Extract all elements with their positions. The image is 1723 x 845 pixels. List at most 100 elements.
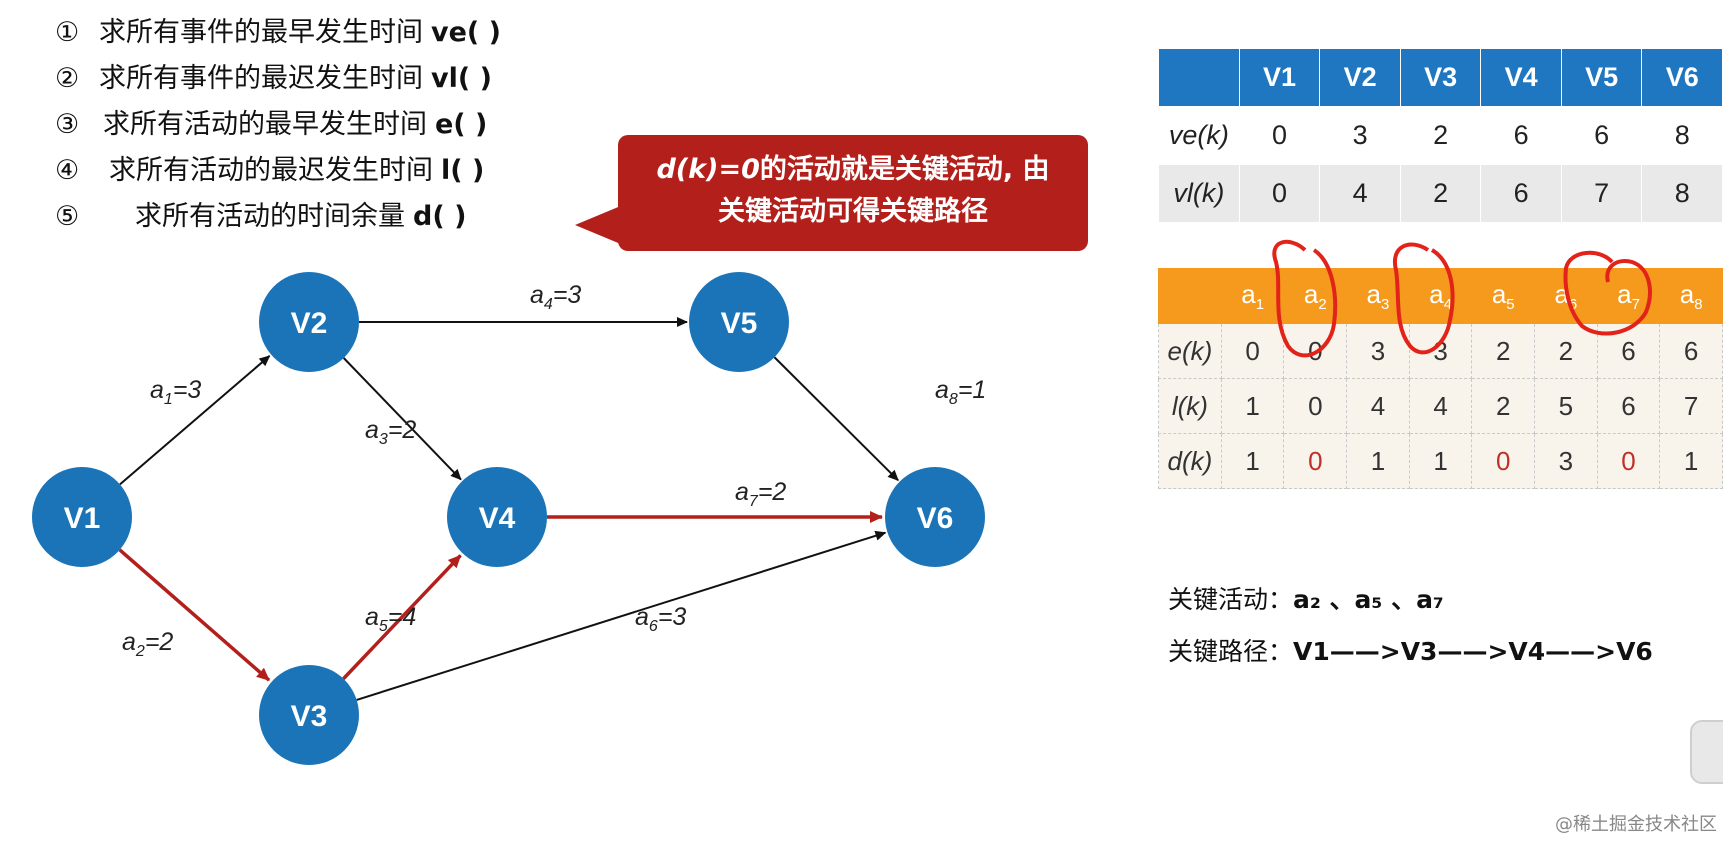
watermark: @稀土掘金技术社区 [1555, 814, 1717, 835]
activity-header-a8: a8 [1659, 268, 1723, 324]
vertex-header: V6 [1641, 48, 1723, 107]
edge-label-weight: =3 [658, 603, 687, 631]
edge-label-name: a [365, 416, 379, 444]
row-label: ve(k) [1158, 106, 1240, 165]
activity-name: a [1366, 278, 1381, 309]
table-cell: 1 [1220, 433, 1285, 489]
table-cell: 1 [1408, 433, 1473, 489]
table-cell: 0 [1220, 323, 1285, 379]
node-label: V5 [721, 307, 758, 340]
row-label: e(k) [1158, 323, 1222, 379]
node-v3: V3 [259, 665, 359, 765]
table-cell: 0 [1238, 164, 1321, 223]
step-text: 求所有事件的最迟发生时间 [99, 63, 423, 94]
edge-label-a3: a3=2 [365, 416, 416, 448]
edge-label-name: a [122, 628, 136, 656]
edge-a1 [119, 355, 271, 486]
step-text: 求所有活动的时间余量 [135, 201, 405, 232]
node-label: V4 [479, 502, 516, 535]
node-circle [32, 467, 132, 567]
table-cell: 8 [1641, 106, 1723, 165]
node-circle [447, 467, 547, 567]
edge-label-weight: =3 [173, 376, 202, 404]
step-number: ④ [55, 155, 80, 186]
activity-subscript: 4 [1443, 296, 1452, 314]
edge-label-subscript: 8 [949, 391, 958, 408]
step-function: e( ) [435, 109, 488, 140]
callout-formula: d(k)=0 [656, 154, 760, 185]
activity-name: a [1617, 278, 1632, 309]
edge-label-a5: a5=4 [365, 603, 416, 635]
activity-subscript: 3 [1381, 296, 1390, 314]
table-cell: 2 [1471, 378, 1536, 434]
step-number: ③ [55, 109, 80, 140]
table-cell: 1 [1346, 433, 1410, 489]
activity-name: a [1303, 278, 1319, 309]
table-cell: 6 [1596, 378, 1661, 434]
edge-label-subscript: 5 [379, 618, 388, 635]
key-activity-callout: d(k)=0的活动就是关键活动, 由 关键活动可得关键路径 [618, 135, 1088, 251]
table-cell: 2 [1399, 106, 1482, 165]
critical-activities: 关键活动：a₂ 、a₅ 、a₇ [1168, 580, 1444, 616]
circle-mark-a7 [1563, 250, 1652, 336]
edge-label-name: a [935, 376, 949, 404]
table-cell: 2 [1471, 323, 1536, 379]
node-v1: V1 [32, 467, 132, 567]
edge-a5 [342, 554, 462, 680]
critical-path-label: 关键路径： [1168, 637, 1294, 666]
critical-activities-value: a₂ 、a₅ 、a₇ [1293, 585, 1444, 614]
table-cell: 1 [1220, 378, 1285, 434]
edge-a3 [342, 357, 462, 481]
edge-label-a2: a2=2 [122, 628, 173, 660]
activity-subscript: 6 [1568, 296, 1578, 314]
graph-edges [118, 317, 899, 701]
table-cell: 0 [1238, 106, 1321, 165]
table-cell: 1 [1659, 433, 1723, 489]
edge-label-weight: =4 [388, 603, 417, 631]
table-cell: 8 [1641, 164, 1723, 223]
table-cell: 4 [1408, 378, 1473, 434]
step-number: ① [55, 17, 80, 48]
activity-header-a1: a1 [1220, 268, 1285, 324]
table-row-ve: ve(k) 0 3 2 6 6 8 [1158, 106, 1723, 165]
table-cell: 4 [1346, 378, 1410, 434]
step-text: 求所有活动的最迟发生时间 [109, 155, 433, 186]
node-circle [885, 467, 985, 567]
edge-label-name: a [365, 603, 379, 631]
table-cell: 5 [1534, 378, 1598, 434]
side-bubble [1690, 720, 1723, 784]
vertex-table-header-row: V1 V2 V3 V4 V5 V6 [1158, 48, 1723, 107]
edge-label-subscript: 2 [135, 643, 145, 660]
circle-mark-a4 [1392, 242, 1455, 355]
table-cell: 3 [1346, 323, 1410, 379]
activity-name: a [1241, 278, 1256, 309]
edge-a2 [118, 548, 271, 682]
step-function: vl( ) [431, 63, 492, 94]
table-corner-cell [1158, 48, 1240, 107]
edge-label-subscript: 6 [649, 618, 658, 635]
step-function: d( ) [413, 201, 467, 232]
table-corner-cell [1158, 268, 1222, 324]
step-text: 求所有活动的最早发生时间 [103, 109, 427, 140]
edge-label-name: a [150, 376, 164, 404]
edge-label-name: a [530, 281, 544, 309]
critical-activities-label: 关键活动： [1168, 585, 1294, 614]
edge-a8 [773, 356, 899, 482]
callout-text: 的活动就是关键活动, 由 [759, 154, 1050, 185]
node-label: V6 [917, 502, 954, 535]
step-function: l( ) [441, 155, 485, 186]
edge-label-name: a [735, 478, 749, 506]
table-cell: 0 [1596, 433, 1661, 489]
activity-subscript: 7 [1631, 296, 1640, 314]
activity-subscript: 1 [1255, 296, 1265, 314]
edge-label-a4: a4=3 [530, 281, 581, 313]
activity-header-a4: a4 [1408, 268, 1473, 324]
